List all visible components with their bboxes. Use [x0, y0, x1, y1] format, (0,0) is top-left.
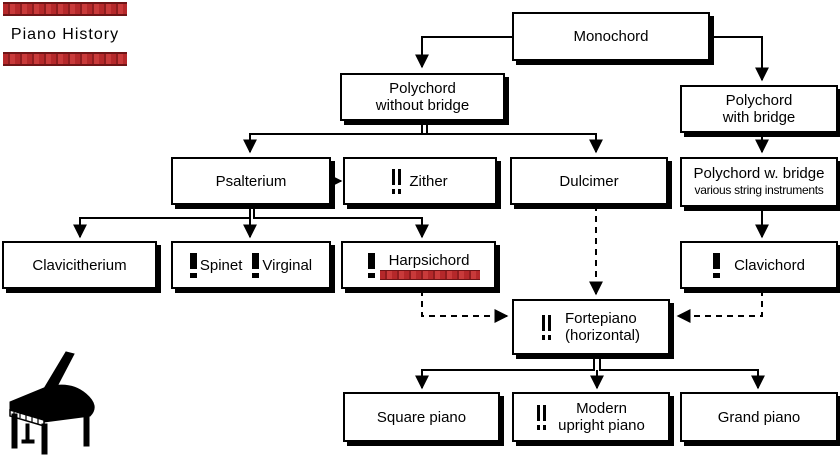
string-marker-icon	[252, 252, 260, 278]
string-marker-icon	[541, 314, 551, 340]
harpsichord-label: Harpsichord	[388, 251, 470, 269]
spinet-label: Spinet	[199, 256, 243, 274]
various-string-instruments-label: various string instruments	[694, 183, 824, 197]
node-zither: Zither	[343, 157, 497, 205]
node-modern-upright-piano: Modern upright piano	[512, 392, 670, 442]
node-square-piano: Square piano	[343, 392, 500, 442]
dulcimer-label: Dulcimer	[559, 172, 619, 190]
clavicitherium-label: Clavicitherium	[32, 256, 127, 274]
node-clavicitherium: Clavicitherium	[2, 241, 157, 289]
title-bar-bottom	[3, 52, 127, 66]
node-spinet-virginal: Spinet Virginal	[171, 241, 331, 289]
node-fortepiano: Fortepiano (horizontal)	[512, 299, 670, 355]
grand-piano-label: Grand piano	[717, 408, 801, 426]
fortepiano-label: Fortepiano	[564, 310, 637, 327]
node-polychord-w-bridge: Polychord w. bridge various string instr…	[680, 157, 838, 207]
modern-label: Modern	[576, 400, 627, 417]
page-title: Piano History	[10, 26, 120, 43]
polychord-w-bridge-label: Polychord w. bridge	[693, 165, 825, 182]
horizontal-label: (horizontal)	[564, 327, 641, 344]
node-polychord-with-bridge: Polychord with bridge	[680, 85, 838, 133]
node-harpsichord: Harpsichord	[341, 241, 496, 289]
square-piano-label: Square piano	[376, 408, 467, 426]
string-marker-icon	[713, 252, 721, 278]
polychord-label: Polychord	[725, 92, 793, 109]
virginal-label: Virginal	[262, 256, 313, 274]
polychord-label: Polychord	[389, 80, 456, 97]
grand-piano-icon	[9, 351, 95, 455]
upright-piano-label: upright piano	[558, 417, 645, 434]
string-marker-icon	[537, 404, 547, 430]
harpsichord-underline	[380, 270, 480, 280]
zither-label: Zither	[409, 172, 448, 190]
psalterium-label: Psalterium	[215, 172, 287, 190]
clavichord-label: Clavichord	[734, 256, 805, 274]
node-dulcimer: Dulcimer	[510, 157, 668, 205]
string-marker-icon	[367, 252, 375, 278]
node-grand-piano: Grand piano	[680, 392, 838, 442]
node-clavichord: Clavichord	[680, 241, 838, 289]
title-bar-top	[3, 2, 127, 16]
without-bridge-label: without bridge	[375, 97, 470, 114]
node-monochord: Monochord	[512, 12, 710, 61]
monochord-label: Monochord	[573, 28, 649, 45]
node-polychord-without-bridge: Polychord without bridge	[340, 73, 505, 121]
node-psalterium: Psalterium	[171, 157, 331, 205]
string-marker-icon	[189, 252, 197, 278]
with-bridge-label: with bridge	[722, 109, 796, 126]
string-marker-icon	[392, 168, 402, 194]
